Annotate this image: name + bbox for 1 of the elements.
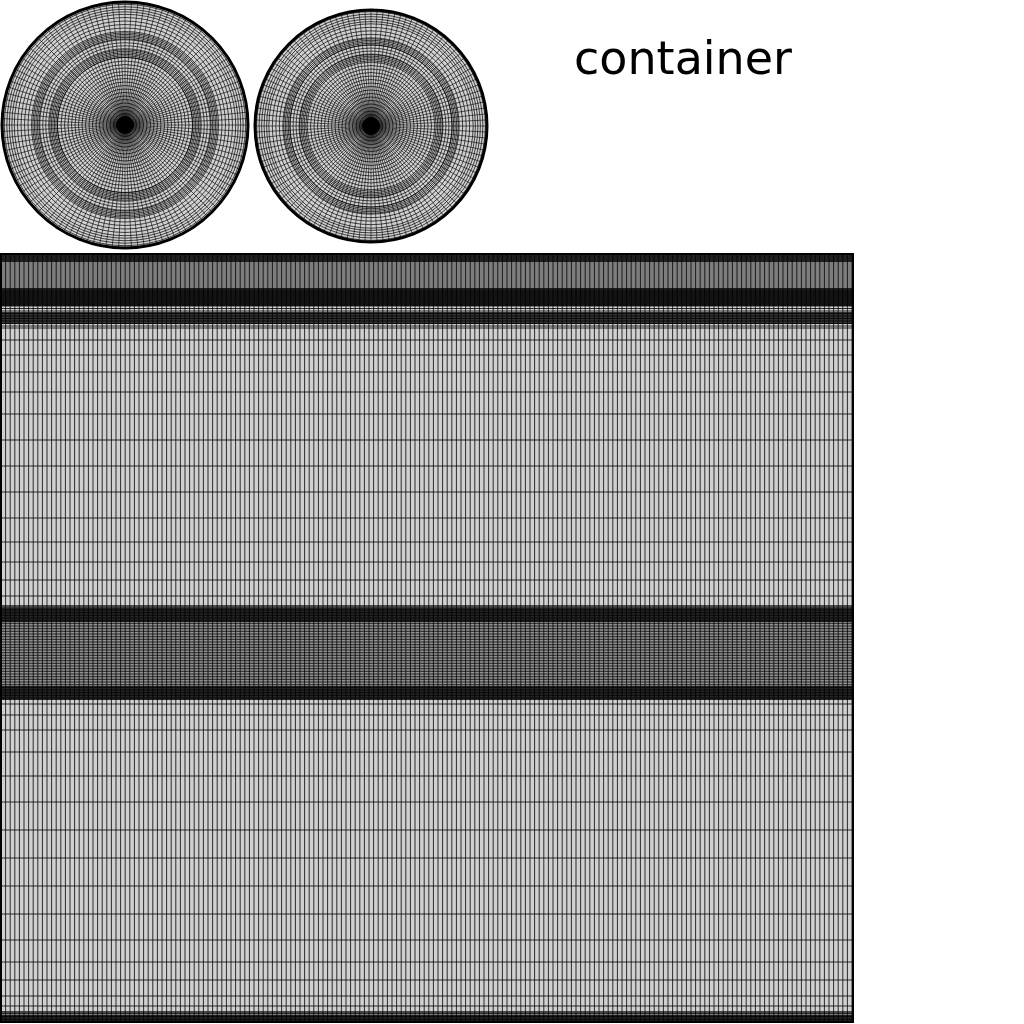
title-text: container — [574, 30, 792, 86]
